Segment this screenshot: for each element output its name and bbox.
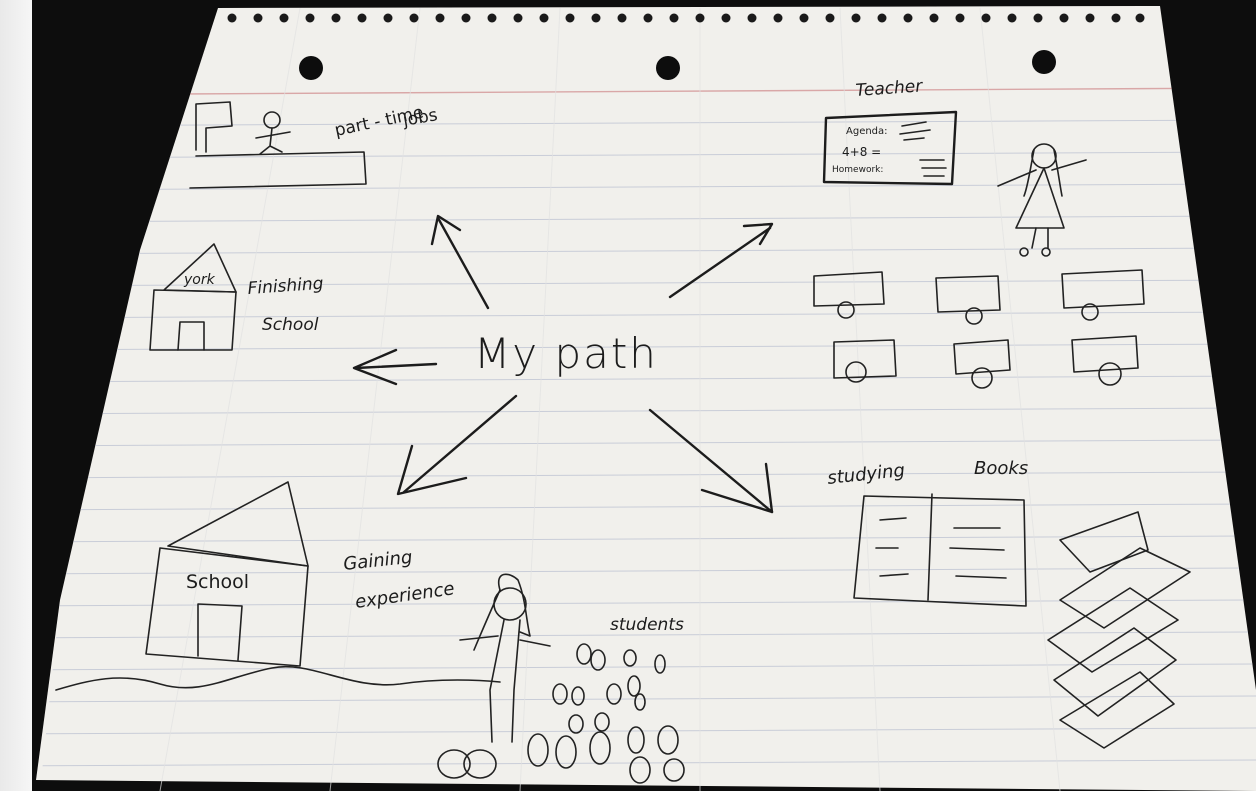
board-homework: Homework: xyxy=(832,165,883,175)
books-label: Books xyxy=(974,458,1028,479)
arrow-down-right xyxy=(648,408,774,514)
york-sign: york xyxy=(183,272,216,288)
school-sign: School xyxy=(186,571,249,593)
teacher-figure-drawing xyxy=(997,143,1087,257)
open-book-drawing xyxy=(853,493,1027,607)
spiral-perforations xyxy=(227,13,1145,23)
board-agenda: Agenda: xyxy=(846,126,888,137)
whiteboard-drawing: Agenda: 4+8 = Homework: xyxy=(822,110,958,186)
arrow-down-left xyxy=(396,394,518,496)
arrow-up-left xyxy=(430,214,490,310)
york-house-drawing xyxy=(149,243,237,351)
papers-stack-drawing xyxy=(1047,511,1191,749)
binder-holes xyxy=(299,50,1056,80)
students-heads-drawing xyxy=(527,643,685,784)
center-label: My path xyxy=(474,329,658,378)
school-building-drawing xyxy=(145,481,309,667)
teacher-label: Teacher xyxy=(855,76,924,101)
finishing-school-label-2: School xyxy=(262,315,319,335)
arrow-up-right xyxy=(668,222,774,299)
students-label: students xyxy=(610,615,684,635)
wall-background xyxy=(0,0,32,791)
student-desks-drawing xyxy=(813,269,1145,389)
student-teacher-figure xyxy=(437,573,551,779)
board-equation: 4+8 = xyxy=(842,145,881,159)
part-time-jobs-drawing xyxy=(189,101,367,189)
ground-wave xyxy=(55,665,501,691)
arrow-left xyxy=(352,348,438,386)
notebook-page xyxy=(36,6,1256,791)
